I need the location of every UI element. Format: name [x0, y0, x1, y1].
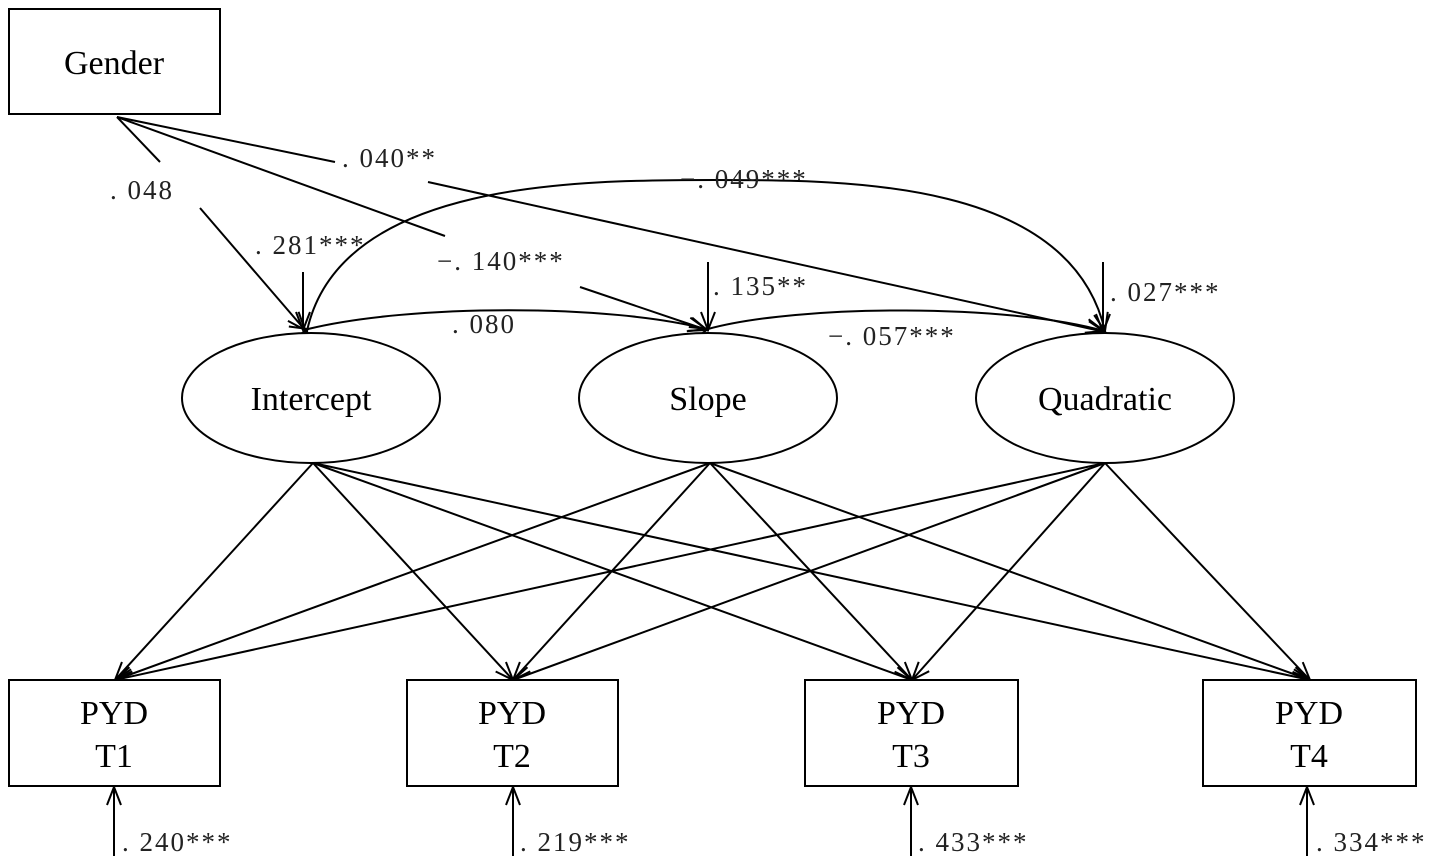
pyd-t4-label-line1: PYD: [1275, 695, 1343, 732]
coef-pyd-t4-residual: . 334***: [1316, 827, 1427, 857]
covariance-curves: [307, 178, 1105, 331]
coef-pyd-t1-residual: . 240***: [122, 827, 233, 857]
loading-intercept-t1: [115, 462, 314, 680]
path-gender-to-intercept-b: [199, 207, 305, 330]
coef-slope-with-quadratic: −. 057***: [828, 321, 956, 351]
slope-label: Slope: [669, 381, 746, 418]
quadratic-label: Quadratic: [1038, 381, 1172, 418]
indicator-residual-arrows: [114, 787, 1307, 856]
coef-slope-residual: . 135**: [713, 271, 808, 301]
path-gender-to-slope-a: [116, 116, 446, 237]
coef-gender-to-intercept: . 048: [110, 175, 174, 205]
loading-quadratic-t2: [513, 462, 1106, 680]
pyd-t1-label-line2: T1: [95, 738, 133, 775]
path-gender-to-slope-b: [579, 286, 707, 330]
loading-quadratic-t1: [115, 462, 1106, 680]
coef-quadratic-residual: . 027***: [1110, 277, 1221, 307]
path-gender-to-quadratic-a: [116, 116, 336, 163]
intercept-label: Intercept: [251, 381, 372, 418]
coef-intercept-with-quadratic: −. 049***: [680, 164, 808, 194]
pyd-t4-label-line2: T4: [1290, 738, 1328, 775]
coef-intercept-with-slope: . 080: [452, 309, 516, 339]
path-gender-to-intercept-a: [116, 116, 161, 163]
loading-slope-t1: [115, 462, 711, 680]
coef-pyd-t3-residual: . 433***: [918, 827, 1029, 857]
loading-slope-t4: [709, 462, 1310, 680]
intercept-node: Intercept: [181, 332, 441, 464]
pyd-t1-label-line1: PYD: [80, 695, 148, 732]
pyd-t2-label-line2: T2: [493, 738, 531, 775]
factor-residual-arrows: [303, 262, 1103, 332]
covariance-intercept-slope: [308, 309, 706, 329]
pyd-t3-label-line1: PYD: [877, 695, 945, 732]
loading-quadratic-t3: [912, 462, 1106, 680]
covariance-slope-quadratic: [708, 309, 1104, 331]
slope-node: Slope: [578, 332, 838, 464]
path-gender-to-quadratic-b: [427, 181, 1105, 332]
coef-intercept-residual: . 281***: [255, 230, 366, 260]
gender-label: Gender: [64, 45, 165, 82]
gender-node: Gender: [8, 8, 221, 115]
coef-gender-to-slope: −. 140***: [437, 246, 565, 276]
coef-gender-to-quadratic: . 040**: [342, 143, 437, 173]
coefficient-labels: . 048 . 281*** −. 140*** . 040** −. 049*…: [110, 143, 1427, 857]
pyd-t1-node: PYD T1: [8, 679, 221, 787]
pyd-t2-label-line1: PYD: [478, 695, 546, 732]
pyd-t3-label-line2: T3: [892, 738, 930, 775]
coef-pyd-t2-residual: . 219***: [520, 827, 631, 857]
covariance-intercept-quadratic: [307, 178, 1105, 331]
loading-quadratic-t4: [1104, 462, 1310, 680]
pyd-t4-node: PYD T4: [1202, 679, 1417, 787]
pyd-t3-node: PYD T3: [804, 679, 1019, 787]
pyd-t2-node: PYD T2: [406, 679, 619, 787]
quadratic-node: Quadratic: [975, 332, 1235, 464]
gender-paths: [116, 116, 1105, 332]
factor-loadings: [115, 462, 1310, 680]
